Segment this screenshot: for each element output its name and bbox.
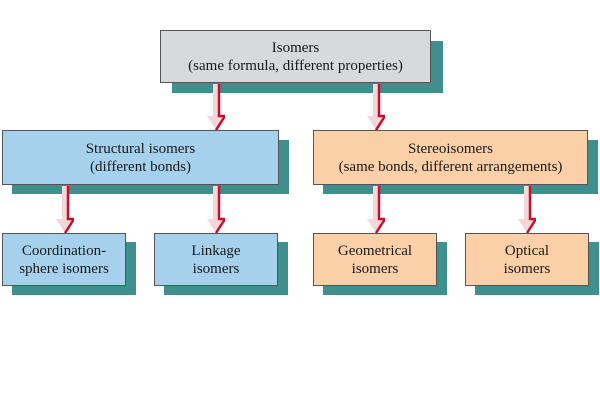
arrow-down-icon: [367, 186, 385, 233]
node-label-line2: isomers: [503, 260, 551, 277]
node-label-line2: (same bonds, different arrangements): [338, 158, 563, 175]
node-label-line2: isomers: [351, 260, 399, 277]
arrow-down-icon: [518, 186, 536, 233]
node-label-line1: Linkage: [191, 242, 241, 259]
arrow-down-icon: [207, 186, 225, 233]
node-box: Geometrical isomers: [313, 233, 437, 286]
node-label-line1: Structural isomers: [85, 140, 196, 157]
node-box: Structural isomers (different bonds): [2, 130, 279, 185]
node-box: Isomers (same formula, different propert…: [160, 30, 431, 83]
node-label-line2: (different bonds): [90, 158, 191, 175]
node-label-line1: Stereoisomers: [408, 140, 493, 157]
node-label-line1: Geometrical: [337, 242, 413, 259]
node-label-line1: Isomers: [271, 39, 320, 56]
node-box: Optical isomers: [465, 233, 589, 286]
node-label-line2: (same formula, different properties): [188, 57, 403, 74]
node-box: Coordination- sphere isomers: [2, 233, 126, 286]
node-label-line1: Coordination-: [21, 242, 107, 259]
node-label-line2: sphere isomers: [19, 260, 109, 277]
node-box: Linkage isomers: [154, 233, 278, 286]
arrow-down-icon: [207, 84, 225, 130]
node-box: Stereoisomers (same bonds, different arr…: [313, 130, 588, 185]
node-label-line2: isomers: [192, 260, 240, 277]
node-label-line1: Optical: [504, 242, 550, 259]
arrow-down-icon: [56, 186, 74, 233]
arrow-down-icon: [367, 84, 385, 130]
